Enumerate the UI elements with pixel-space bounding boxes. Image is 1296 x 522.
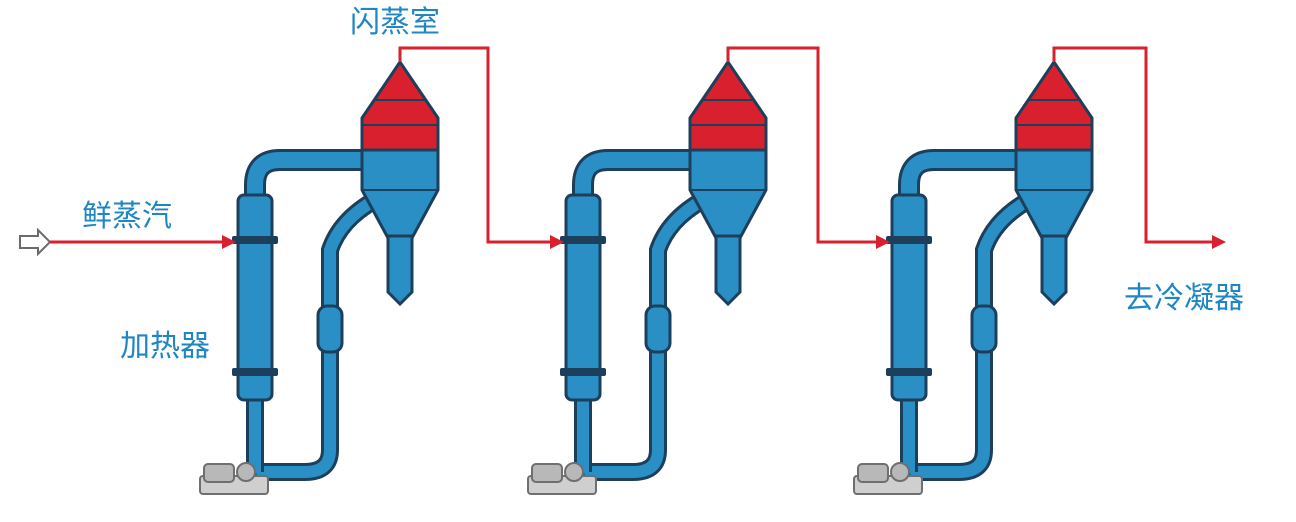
arrow-head-icon [876,235,890,249]
inlet-arrow-icon [19,227,52,257]
vapor-line-3 [1052,46,1212,244]
arrow-head-icon [222,235,236,249]
arrow-head-icon [550,235,564,249]
evaporator-stage-2 [528,62,766,494]
label-flash-chamber: 闪蒸室 [350,5,440,40]
arrow-head-icon [1212,235,1226,249]
vapor-line-1 [398,46,550,244]
label-fresh-steam: 鲜蒸汽 [82,199,172,234]
evaporator-stage-3 [854,62,1092,494]
evaporator-stage-1 [200,62,438,494]
label-to-condenser: 去冷凝器 [1124,281,1244,316]
label-heater: 加热器 [120,329,210,364]
vapor-line-2 [726,46,876,244]
